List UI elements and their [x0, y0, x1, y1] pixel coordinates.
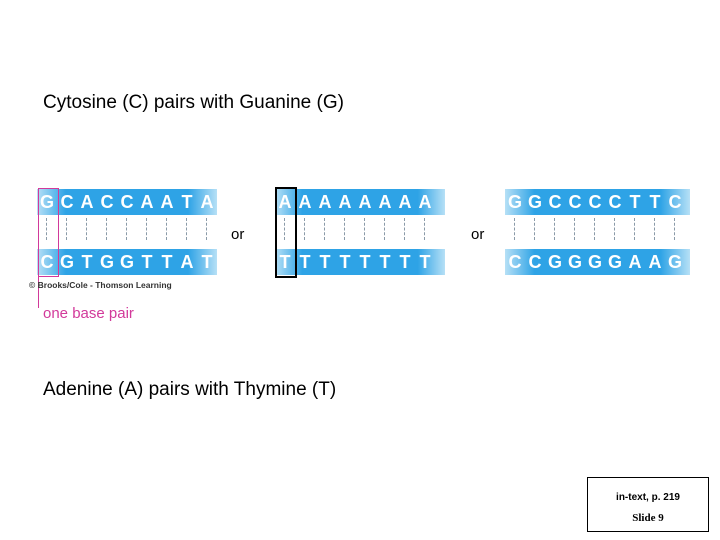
hydrogen-bond: [137, 218, 157, 240]
hydrogen-bonds-example-2: [275, 218, 435, 240]
nucleotide-bottom: A: [180, 252, 194, 272]
nucleotide-top: A: [160, 192, 174, 212]
base-pair-leader-line: [38, 188, 39, 308]
hydrogen-bond: [335, 218, 355, 240]
nucleotide-bottom: T: [359, 252, 371, 272]
nucleotide-top: A: [80, 192, 94, 212]
nucleotide-top: C: [60, 192, 74, 212]
nucleotide-bottom: G: [587, 252, 602, 272]
hydrogen-bonds-example-3: [505, 218, 685, 240]
base-pair-frame: [275, 187, 297, 278]
nucleotide-bottom: G: [547, 252, 562, 272]
nucleotide-top: C: [100, 192, 114, 212]
nucleotide-bottom: G: [99, 252, 114, 272]
hydrogen-bond: [375, 218, 395, 240]
hydrogen-bond: [645, 218, 665, 240]
nucleotide-bottom: G: [59, 252, 74, 272]
hydrogen-bond: [415, 218, 435, 240]
nucleotide-top: A: [278, 192, 292, 212]
nucleotide-top: A: [318, 192, 332, 212]
slide-reference-box: in-text, p. 219 Slide 9: [587, 477, 709, 532]
nucleotide-top: A: [298, 192, 312, 212]
nucleotide-top: A: [140, 192, 154, 212]
hydrogen-bond: [525, 218, 545, 240]
nucleotide-bottom: T: [299, 252, 311, 272]
nucleotide-top: T: [629, 192, 641, 212]
slide-number: Slide 9: [632, 512, 664, 524]
hydrogen-bond: [585, 218, 605, 240]
nucleotide-top: C: [548, 192, 562, 212]
nucleotide-bottom: T: [339, 252, 351, 272]
nucleotide-bottom: T: [379, 252, 391, 272]
hydrogen-bond: [545, 218, 565, 240]
nucleotide-bottom: T: [81, 252, 93, 272]
nucleotide-bottom: G: [119, 252, 134, 272]
or-separator-1: or: [231, 226, 245, 243]
hydrogen-bond: [665, 218, 685, 240]
nucleotide-top: C: [588, 192, 602, 212]
nucleotide-top: C: [120, 192, 134, 212]
nucleotide-bottom: A: [628, 252, 642, 272]
hydrogen-bond: [77, 218, 97, 240]
nucleotide-bottom: G: [567, 252, 582, 272]
hydrogen-bond: [565, 218, 585, 240]
nucleotide-top: A: [378, 192, 392, 212]
nucleotide-top: C: [568, 192, 582, 212]
nucleotide-bottom: T: [419, 252, 431, 272]
hydrogen-bonds-example-1: [37, 218, 217, 240]
nucleotide-bottom: T: [141, 252, 153, 272]
nucleotide-bottom: T: [201, 252, 213, 272]
hydrogen-bond: [57, 218, 77, 240]
hydrogen-bond: [605, 218, 625, 240]
copyright-notice: © Brooks/Cole - Thomson Learning: [29, 280, 172, 290]
hydrogen-bond: [395, 218, 415, 240]
hydrogen-bond: [275, 218, 295, 240]
nucleotide-top: A: [200, 192, 214, 212]
hydrogen-bond: [197, 218, 217, 240]
nucleotide-bottom: A: [648, 252, 662, 272]
hydrogen-bond: [295, 218, 315, 240]
nucleotide-top: T: [181, 192, 193, 212]
nucleotide-top: G: [527, 192, 542, 212]
nucleotide-top: G: [507, 192, 522, 212]
hydrogen-bond: [177, 218, 197, 240]
base-pair-highlight: [38, 188, 59, 277]
nucleotide-bottom: G: [607, 252, 622, 272]
caption-cytosine-guanine: Cytosine (C) pairs with Guanine (G): [43, 92, 344, 113]
nucleotide-top: T: [649, 192, 661, 212]
nucleotide-top: A: [418, 192, 432, 212]
nucleotide-top: C: [668, 192, 682, 212]
or-separator-2: or: [471, 226, 485, 243]
nucleotide-bottom: T: [279, 252, 291, 272]
caption-adenine-thymine: Adenine (A) pairs with Thymine (T): [43, 379, 337, 400]
nucleotide-bottom: T: [399, 252, 411, 272]
nucleotide-top: A: [358, 192, 372, 212]
hydrogen-bond: [37, 218, 57, 240]
hydrogen-bond: [97, 218, 117, 240]
hydrogen-bond: [315, 218, 335, 240]
nucleotide-top: G: [39, 192, 54, 212]
nucleotide-top: C: [608, 192, 622, 212]
hydrogen-bond: [157, 218, 177, 240]
one-base-pair-label: one base pair: [43, 305, 134, 322]
hydrogen-bond: [505, 218, 525, 240]
nucleotide-bottom: C: [40, 252, 54, 272]
nucleotide-bottom: T: [161, 252, 173, 272]
hydrogen-bond: [625, 218, 645, 240]
textbook-page-reference: in-text, p. 219: [616, 492, 680, 503]
nucleotide-bottom: T: [319, 252, 331, 272]
nucleotide-top: A: [338, 192, 352, 212]
hydrogen-bond: [117, 218, 137, 240]
nucleotide-bottom: G: [667, 252, 682, 272]
hydrogen-bond: [355, 218, 375, 240]
nucleotide-bottom: C: [528, 252, 542, 272]
nucleotide-bottom: C: [508, 252, 522, 272]
nucleotide-top: A: [398, 192, 412, 212]
